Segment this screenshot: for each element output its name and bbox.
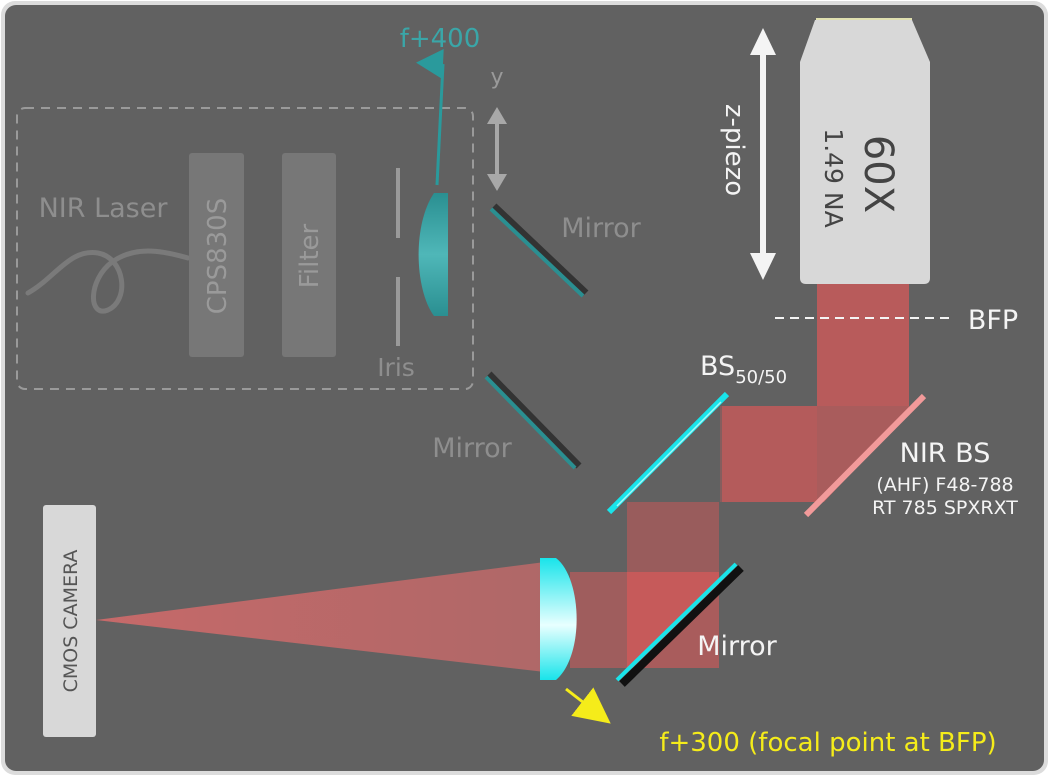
mirror-middle	[484, 375, 577, 470]
mirror-middle-label: Mirror	[432, 433, 512, 464]
filter-block	[282, 153, 336, 357]
nir-bs-spec-1: (AHF) F48-788	[876, 474, 1013, 496]
beam-horizontal-upper	[722, 406, 909, 502]
z-piezo-label: z-piezo	[719, 104, 749, 196]
mirror-upper	[489, 207, 585, 298]
bs-50-50-highlight	[616, 401, 722, 507]
f300-label: f+300 (focal point at BFP)	[659, 728, 996, 758]
objective-magnification: 60X	[855, 135, 901, 213]
f300-arrow	[565, 687, 611, 724]
nir-laser-label: NIR Laser	[39, 193, 169, 224]
beam-lower-square	[627, 572, 719, 668]
beam-vertical-objective	[817, 284, 909, 406]
mirror-upper-back	[491, 203, 589, 296]
mirror-lower	[615, 562, 738, 682]
camera-lens-f300	[540, 558, 577, 680]
diagram-background	[5, 5, 1044, 771]
cps830s-block	[189, 153, 244, 357]
mirror-lower-label: Mirror	[697, 631, 777, 662]
fiber-cable	[25, 248, 191, 314]
tube-lens-f400	[418, 193, 448, 316]
f400-label: f+400	[400, 24, 481, 54]
mirror-upper-label: Mirror	[561, 213, 641, 244]
bs-label: BS50/50	[700, 351, 787, 388]
y-arrow-up	[487, 107, 507, 124]
bs-50-50	[606, 391, 730, 515]
cmos-camera-body	[43, 505, 96, 737]
cmos-camera-label: CMOS CAMERA	[60, 550, 82, 693]
filter-label: Filter	[295, 223, 325, 288]
beam-overlap-upper	[720, 406, 817, 502]
f400-arrow	[416, 49, 445, 186]
bs-label-sub: 50/50	[735, 367, 787, 388]
mirror-lower-back	[619, 565, 744, 687]
bfp-label: BFP	[968, 305, 1018, 336]
beam-to-camera	[96, 562, 560, 672]
bs-label-main: BS	[700, 351, 735, 382]
objective-na: 1.49 NA	[819, 128, 848, 227]
beam-vertical-bs	[627, 502, 719, 572]
y-axis-label: y	[490, 65, 503, 90]
objective-body	[800, 20, 930, 284]
nir-beam-splitter	[803, 393, 927, 518]
beam-to-lens	[570, 572, 627, 668]
nir-bs-title: NIR BS	[900, 438, 991, 469]
mirror-middle-back	[486, 371, 582, 469]
cps830s-label: CPS830S	[203, 198, 233, 314]
z-piezo-arrow-down	[750, 253, 776, 280]
laser-module-box	[16, 107, 474, 390]
y-arrow-down	[487, 174, 507, 191]
nir-bs-spec-2: RT 785 SPXRXT	[872, 497, 1018, 519]
z-piezo-arrow-up	[750, 28, 776, 55]
iris-label: Iris	[377, 353, 415, 382]
